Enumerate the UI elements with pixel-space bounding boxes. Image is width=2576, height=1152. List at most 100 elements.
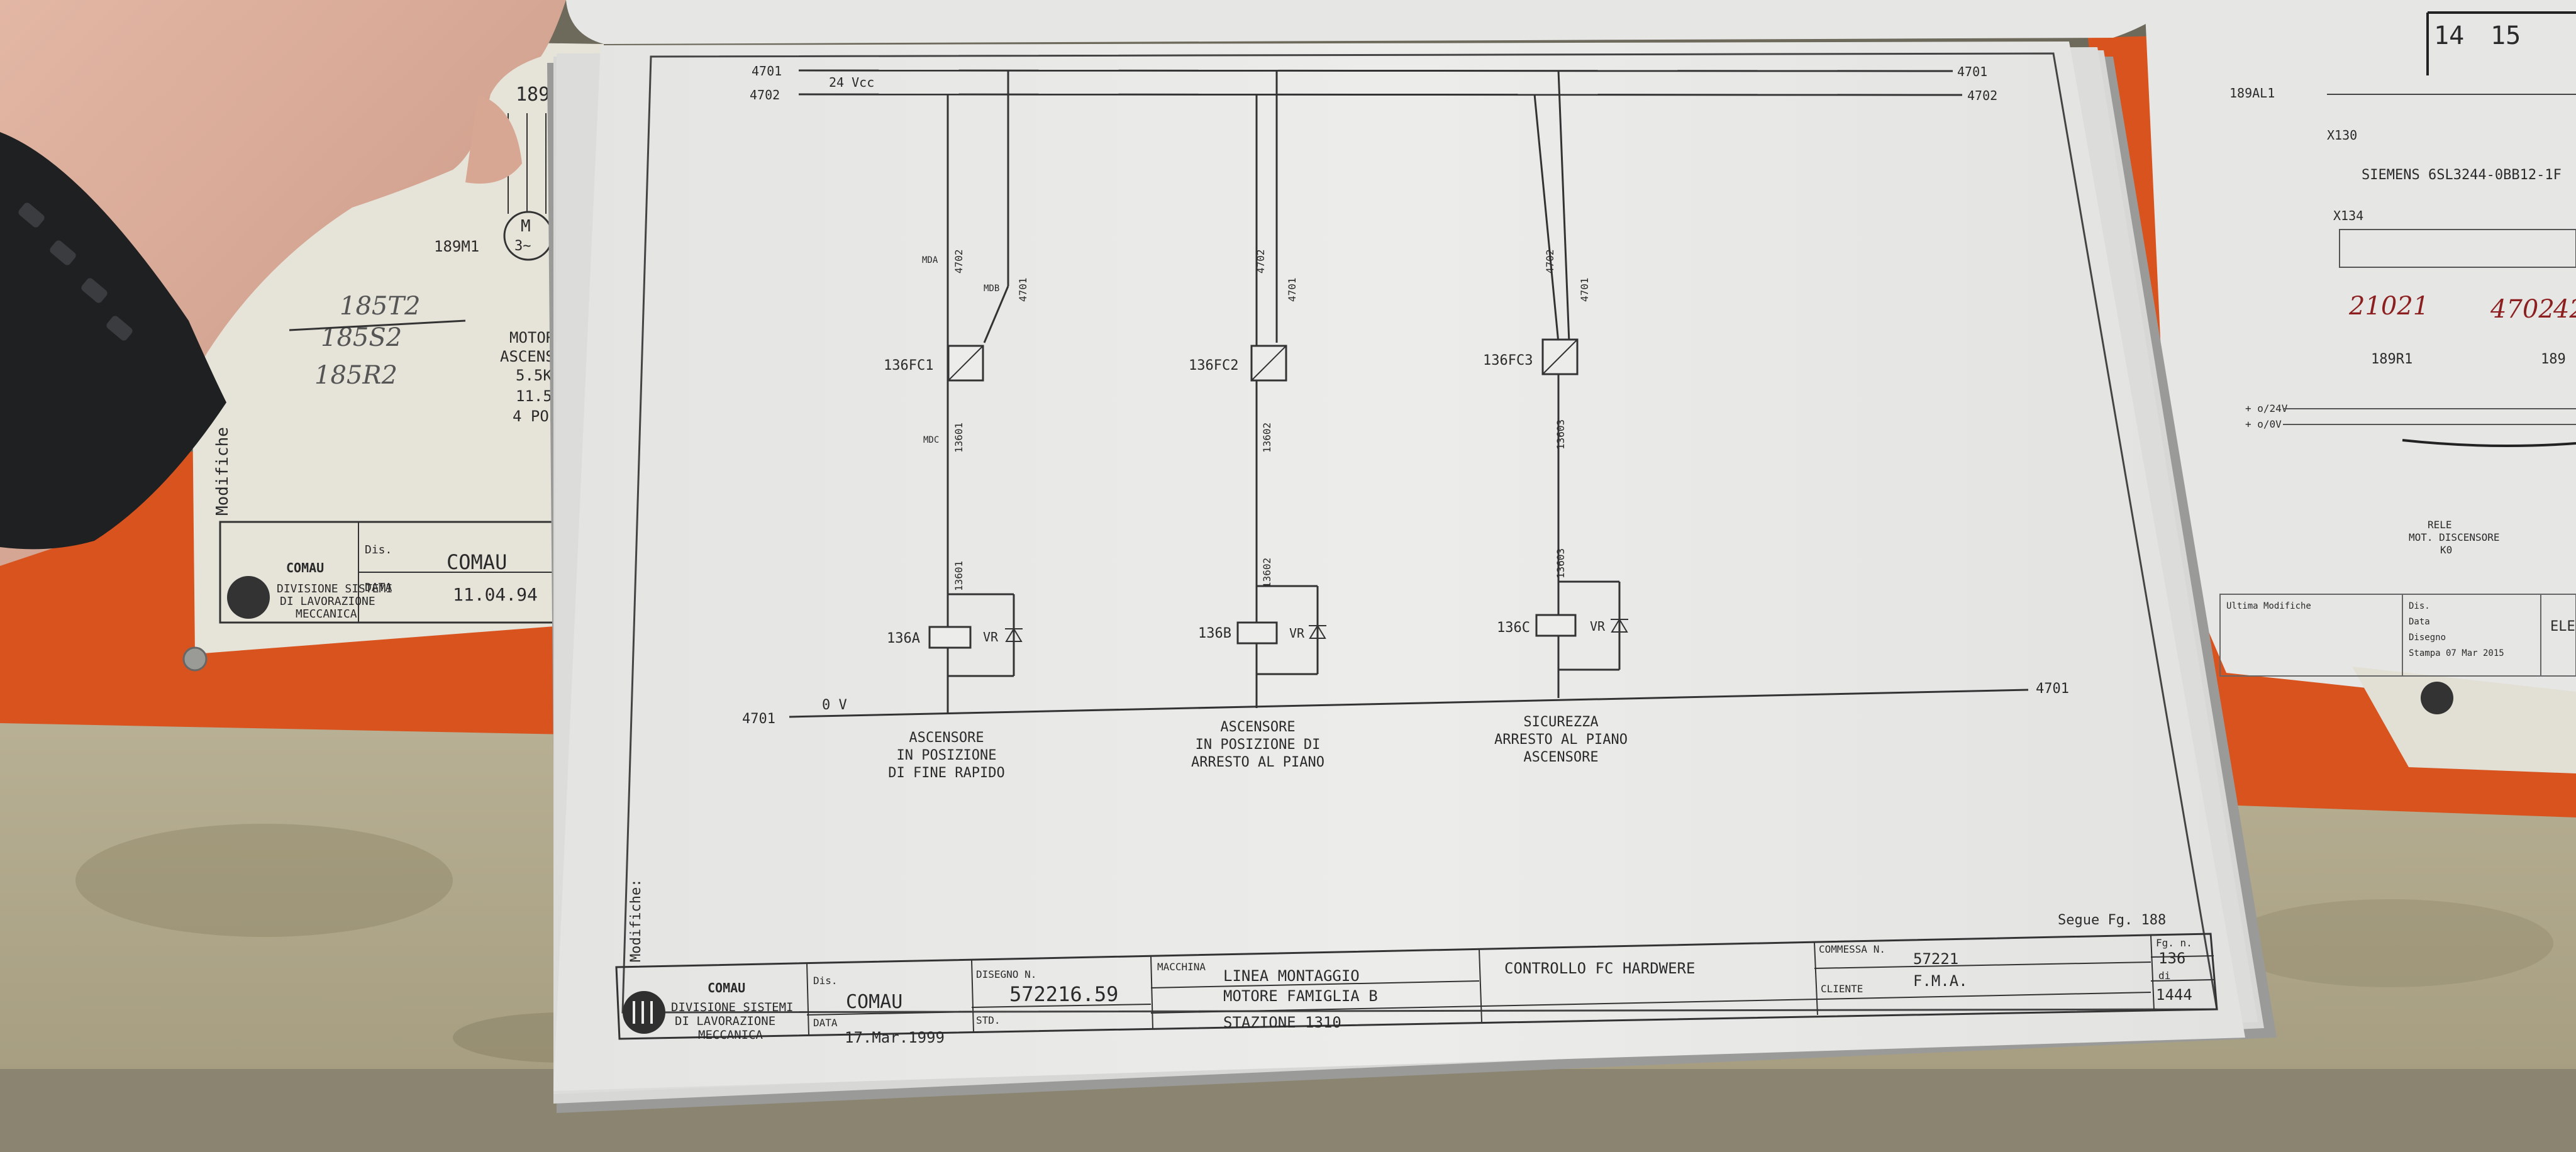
- left-company: COMAU: [286, 560, 324, 575]
- rail-label-bottom: 4701: [742, 711, 775, 727]
- branch-1-desc-1: IN POSIZIONE: [897, 748, 997, 763]
- right-rail1: + o/24V: [2245, 402, 2288, 414]
- branch-2-out-wire: 13602: [1261, 423, 1273, 453]
- std-label: STD.: [976, 1014, 1001, 1026]
- company-name: COMAU: [708, 980, 745, 995]
- branch-1-term-b: MDB: [984, 284, 999, 294]
- rail-label-top1: 4701: [752, 64, 782, 79]
- left-dis-value: COMAU: [447, 550, 507, 574]
- right-table-4: Stampa 07 Mar 2015: [2409, 648, 2504, 658]
- rail-4702-top: [798, 93, 1963, 96]
- rail-voltage: 24 Vcc: [829, 75, 874, 90]
- branch-1-relay: 136A: [887, 631, 920, 646]
- branch-3-out-wire: 13603: [1555, 419, 1567, 450]
- right-sheet: 14 15 189AL1 X130 SIEMENS 6SL3244-0BB12-…: [2145, 0, 2576, 773]
- right-x2: X134: [2333, 208, 2363, 223]
- rail-4701-top: [798, 69, 1953, 72]
- branch-1-term-a: MDA: [922, 255, 938, 265]
- right-rele-2: K0: [2440, 544, 2452, 556]
- right-code: 189AL1: [2229, 86, 2275, 101]
- left-side-label: Modifiche: [213, 427, 232, 516]
- left-company-sub-2: MECCANICA: [296, 607, 357, 621]
- branch-1-desc-0: ASCENSORE: [909, 730, 984, 746]
- right-num-1: 15: [2490, 21, 2521, 50]
- right-rail2: + o/0V: [2245, 418, 2282, 430]
- right-table-1: Dis.: [2409, 601, 2430, 611]
- rail-label-right1: 4701: [1957, 64, 1987, 79]
- fg-label: Fg. n.: [2156, 937, 2192, 949]
- branch-1-diode-label: VR: [983, 629, 999, 645]
- motor-letter: M: [521, 217, 531, 236]
- branch-1-desc-2: DI FINE RAPIDO: [888, 765, 1004, 781]
- rail-label-right2: 4702: [1967, 88, 1997, 103]
- dis-value: COMAU: [846, 991, 902, 1013]
- branch-2-relay: 136B: [1198, 626, 1231, 641]
- rail-label-right-bottom: 4701: [2036, 681, 2069, 697]
- right-table-3: Disegno: [2409, 633, 2446, 643]
- left-company-sub-0: DIVISIONE SISTEMI: [277, 582, 392, 595]
- right-table-0: Ultima Modifiche: [2226, 601, 2311, 611]
- disegno-label: DISEGNO N.: [976, 968, 1036, 980]
- macchina-line-2: STAZIONE 1310: [1223, 1014, 1341, 1031]
- branch-2-desc-2: ARRESTO AL PIANO: [1191, 755, 1324, 770]
- fg-value: 136: [2158, 950, 2185, 967]
- company-sub-2: MECCANICA: [698, 1028, 763, 1042]
- branch-2-wire-a: 4702: [1255, 249, 1267, 274]
- macchina-line-0: LINEA MONTAGGIO: [1223, 967, 1360, 985]
- branch-1-term-c: MDC: [923, 435, 939, 445]
- branch-3-relay-coil: [1535, 614, 1577, 637]
- rail-label-top2: 4702: [750, 87, 780, 102]
- right-table-2: Data: [2409, 617, 2430, 627]
- branch-3-wire-b: 4701: [1579, 277, 1591, 302]
- di-label: di: [2158, 970, 2170, 982]
- title-block: COMAU DIVISIONE SISTEMI DI LAVORAZIONE M…: [615, 933, 2218, 1046]
- right-hand-1: 4702: [2490, 295, 2555, 324]
- branch-3: 4702 4701 136FC3 13603 13603 136C VR SIC…: [1483, 70, 1628, 765]
- data-value: 17.Mar.1999: [845, 1029, 945, 1046]
- left-dis-label: Dis.: [365, 543, 392, 557]
- right-rele-0: RELE: [2428, 519, 2452, 531]
- branch-1-relay-coil: [928, 626, 972, 649]
- branch-2-diode-label: VR: [1289, 626, 1305, 641]
- left-hand-2: 185R2: [314, 361, 397, 390]
- right-table-right: ELE: [2550, 619, 2575, 634]
- commessa-value: 57221: [1913, 950, 1958, 968]
- page-side-label: Modifiche:: [628, 879, 644, 962]
- branch-1-out-wire2: 13601: [953, 561, 965, 591]
- right-num-0: 14: [2434, 21, 2464, 50]
- branch-3-desc-1: ARRESTO AL PIANO: [1494, 732, 1628, 748]
- branch-2: 4702 4701 136FC2 13602 13602 136B VR ASC…: [1189, 70, 1326, 770]
- right-device2: 189: [2541, 352, 2566, 367]
- di-value: 1444: [2156, 986, 2192, 1004]
- curled-page: [566, 0, 2182, 44]
- left-hand-0: 185T2: [340, 292, 420, 321]
- descrizione: CONTROLLO FC HARDWERE: [1504, 960, 1695, 977]
- macchina-line-1: MOTORE FAMIGLIA B: [1223, 987, 1378, 1005]
- branch-2-desc-1: IN POSIZIONE DI: [1196, 737, 1321, 753]
- motor-phase: 3~: [514, 238, 531, 254]
- data-label: DATA: [813, 1017, 838, 1029]
- right-device: 189R1: [2371, 352, 2412, 367]
- rail-0v-bottom: [789, 689, 2029, 718]
- branch-3-desc-0: SICUREZZA: [1523, 714, 1598, 730]
- macchina-label: MACCHINA: [1157, 961, 1206, 973]
- right-x1: X130: [2327, 128, 2357, 143]
- cliente-value: F.M.A.: [1913, 972, 1968, 990]
- branch-3-relay: 136C: [1497, 620, 1530, 636]
- branch-3-device: 136FC3: [1483, 353, 1533, 368]
- branch-2-out-wire2: 13602: [1261, 558, 1273, 588]
- commessa-label: COMMESSA N.: [1819, 943, 1885, 955]
- rail-zero: 0 V: [822, 697, 847, 713]
- branch-2-wire-b: 4701: [1286, 277, 1298, 302]
- hand: [0, 0, 566, 566]
- cliente-label: CLIENTE: [1821, 983, 1863, 995]
- branch-1: 4702 4701 MDA MDB MDC 136FC1 13601 13601…: [884, 70, 1029, 781]
- branch-2-desc-0: ASCENSORE: [1220, 719, 1295, 735]
- branch-1-device: 136FC1: [884, 358, 933, 374]
- branch-3-out-wire2: 13603: [1555, 548, 1567, 579]
- wristwatch-strap: [0, 132, 226, 550]
- branch-1-out-wire: 13601: [953, 423, 965, 453]
- branch-3-diode-label: VR: [1590, 619, 1606, 634]
- left-data-value: 11.04.94: [453, 584, 538, 605]
- branch-3-wire-a: 4702: [1544, 249, 1556, 274]
